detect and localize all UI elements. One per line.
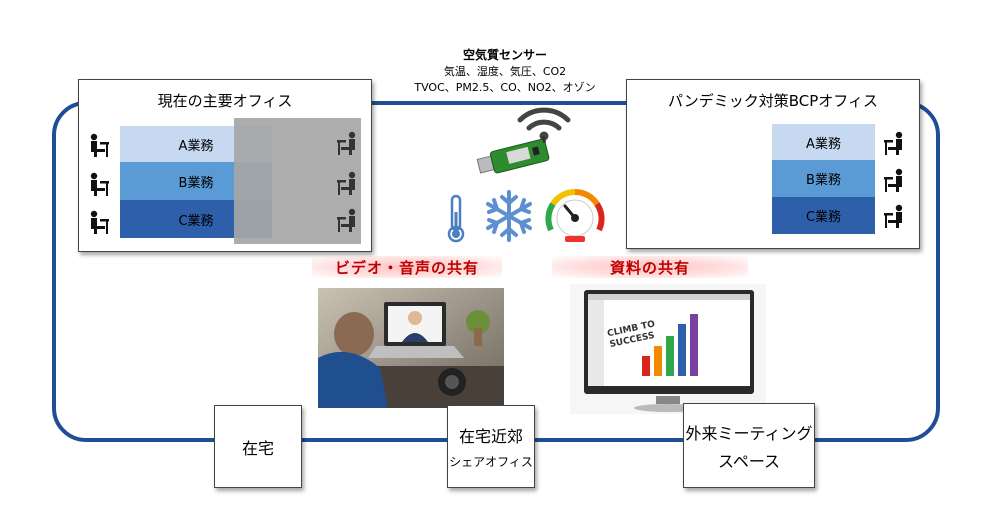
worker-icon bbox=[90, 172, 109, 196]
bcp-office-box: パンデミック対策BCPオフィス A業務 B業務 C業務 bbox=[626, 79, 920, 249]
sensor-label: 空気質センサー 気温、湿度、気圧、CO2 TVOC、PM2.5、CO、NO2、オ… bbox=[400, 46, 610, 95]
meeting-space-box: 外来ミーティング スペース bbox=[683, 403, 815, 488]
sensor-metrics-1: 気温、湿度、気圧、CO2 bbox=[443, 65, 567, 78]
worker-icon bbox=[337, 171, 356, 195]
sensor-device-icon bbox=[476, 136, 550, 174]
gauge-icon bbox=[545, 188, 605, 242]
bcp-task-b: B業務 bbox=[772, 160, 875, 197]
thermometer-icon bbox=[447, 194, 465, 243]
near-home-label: 在宅近郊 bbox=[458, 427, 523, 446]
share-office-box: 在宅近郊 シェアオフィス bbox=[447, 405, 535, 488]
doc-sharing-glow bbox=[552, 256, 748, 278]
bcp-task-a: A業務 bbox=[772, 124, 875, 160]
task-label: C業務 bbox=[178, 213, 214, 229]
bcp-office-title: パンデミック対策BCPオフィス bbox=[668, 92, 878, 110]
snowflake-icon bbox=[486, 190, 532, 242]
task-label: C業務 bbox=[805, 210, 842, 225]
doc-sharing-label: 資料の共有 bbox=[609, 259, 690, 277]
video-call-image bbox=[318, 288, 504, 408]
video-sharing-label: ビデオ・音声の共有 bbox=[334, 259, 479, 277]
home-label: 在宅 bbox=[241, 438, 274, 458]
task-label: A業務 bbox=[806, 136, 841, 152]
current-office-box: 現在の主要オフィス A業務 B業務 C業務 bbox=[78, 79, 372, 252]
task-label: A業務 bbox=[178, 138, 214, 154]
sensor-metrics-2: TVOC、PM2.5、CO、NO2、オゾン bbox=[414, 81, 596, 94]
task-label: B業務 bbox=[806, 173, 841, 188]
presentation-image bbox=[570, 284, 766, 414]
worker-icon bbox=[884, 131, 903, 155]
video-sharing-glow bbox=[312, 256, 502, 278]
sensor-title: 空気質センサー bbox=[462, 48, 547, 62]
meeting-label-1: 外来ミーティング bbox=[685, 423, 813, 443]
task-label: B業務 bbox=[178, 175, 214, 191]
worker-icon bbox=[884, 204, 903, 228]
worker-icon bbox=[337, 131, 356, 155]
worker-icon bbox=[884, 168, 903, 192]
current-office-title: 現在の主要オフィス bbox=[157, 92, 293, 110]
share-office-label: シェアオフィス bbox=[449, 455, 533, 469]
worker-icon bbox=[90, 133, 109, 157]
home-box: 在宅 bbox=[214, 405, 302, 488]
meeting-label-2: スペース bbox=[717, 451, 781, 471]
bcp-task-c: C業務 bbox=[772, 197, 875, 234]
worker-icon bbox=[337, 208, 356, 232]
worker-icon bbox=[90, 210, 109, 234]
wifi-icon bbox=[517, 107, 571, 141]
